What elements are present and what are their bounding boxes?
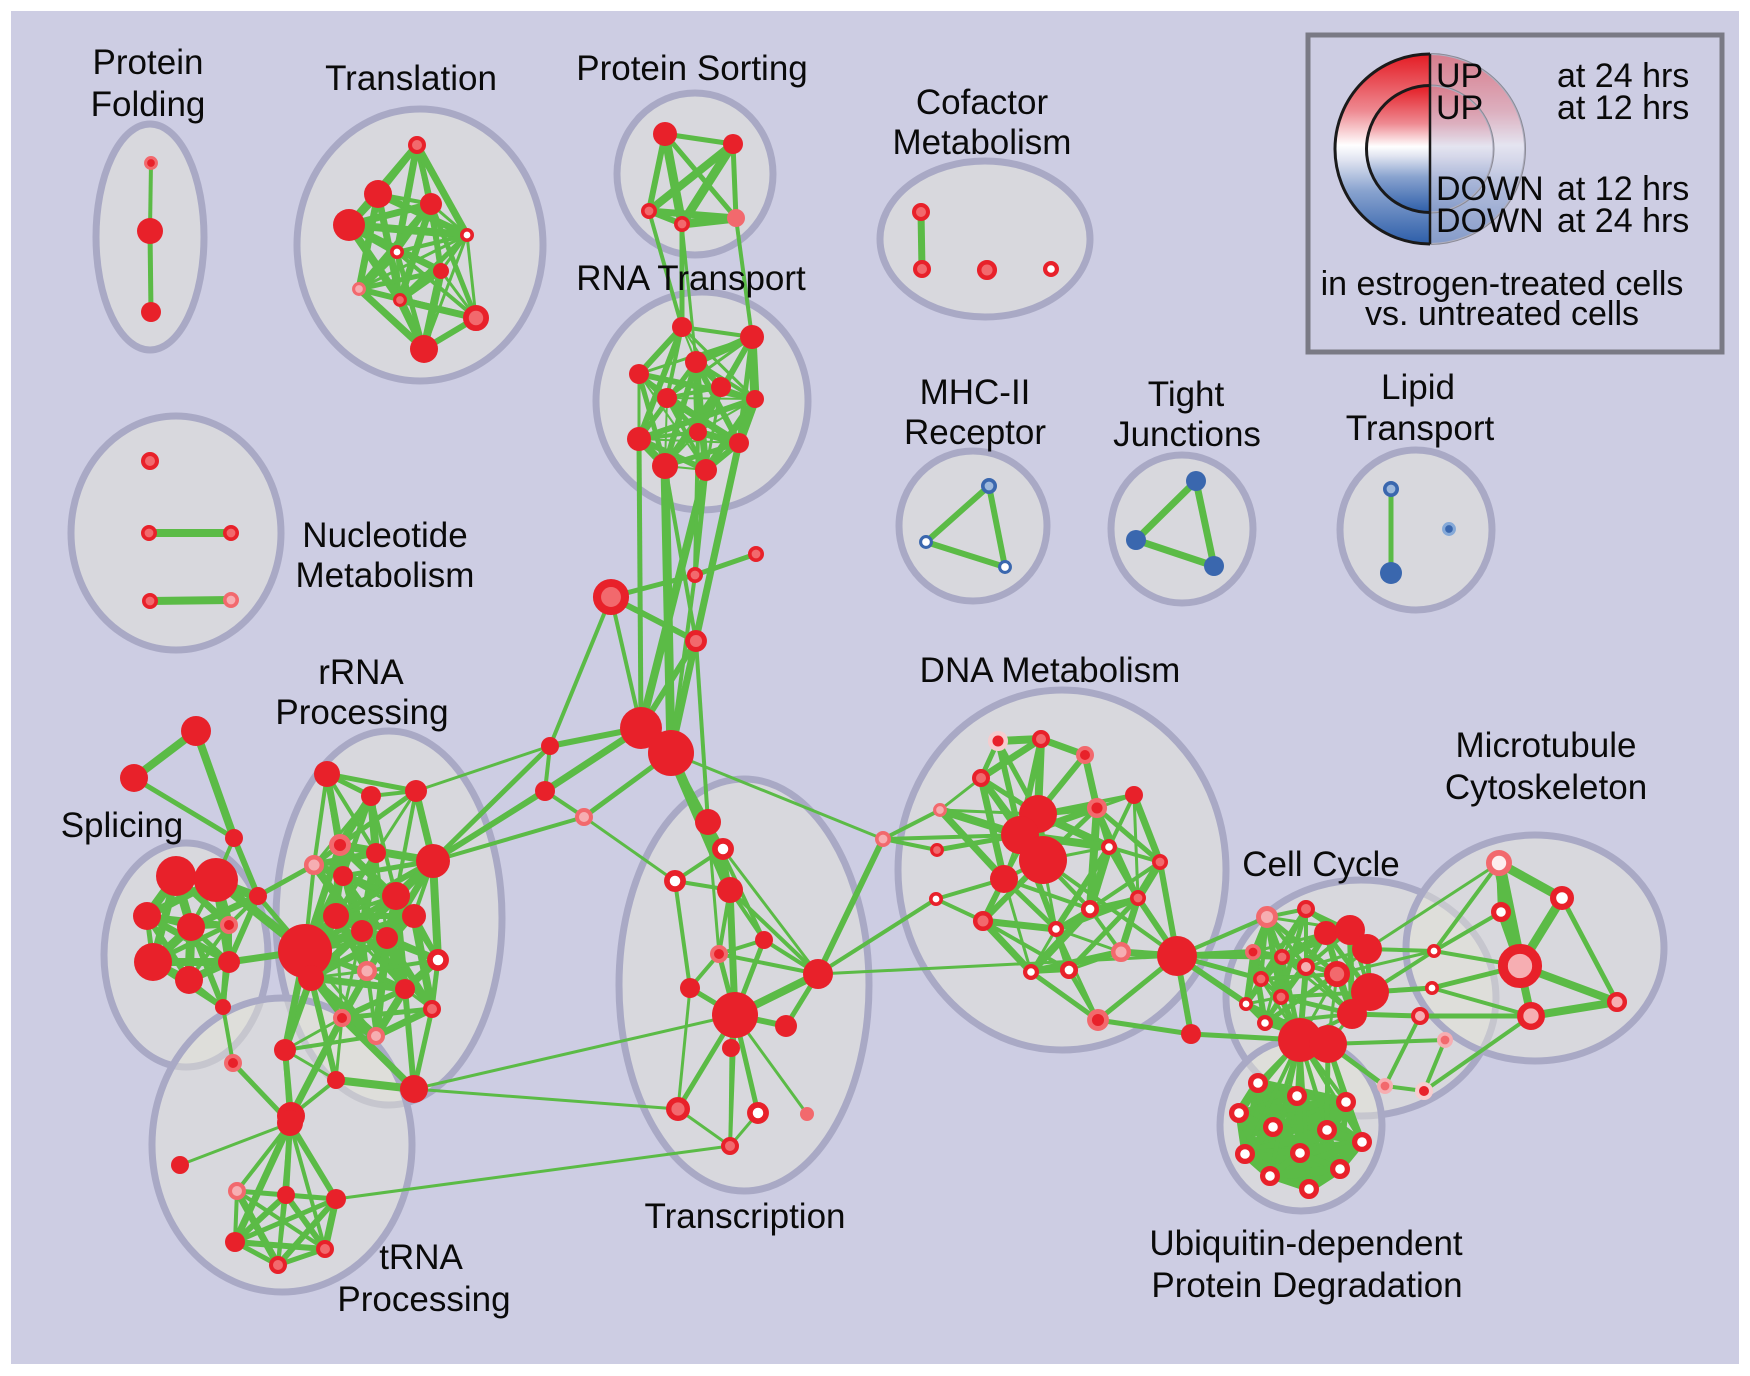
svg-text:Cytoskeleton: Cytoskeleton [1445,768,1647,807]
svg-text:Tight: Tight [1148,375,1225,414]
svg-text:Ubiquitin-dependent: Ubiquitin-dependent [1149,1224,1463,1263]
svg-text:Transport: Transport [1346,409,1495,448]
svg-text:Nucleotide: Nucleotide [302,516,467,555]
svg-text:MHC-II: MHC-II [920,373,1031,412]
svg-text:Processing: Processing [337,1280,510,1319]
svg-text:Translation: Translation [325,59,497,98]
svg-text:at 12 hrs: at 12 hrs [1557,89,1689,127]
svg-text:Protein Sorting: Protein Sorting [576,49,808,88]
svg-text:Lipid: Lipid [1381,368,1455,407]
svg-text:Protein Degradation: Protein Degradation [1151,1266,1462,1305]
svg-text:vs. untreated cells: vs. untreated cells [1365,295,1639,333]
svg-text:Cofactor: Cofactor [916,83,1049,122]
svg-text:DOWN: DOWN [1436,170,1544,208]
svg-text:in estrogen-treated cells: in estrogen-treated cells [1321,265,1684,303]
svg-text:tRNA: tRNA [379,1238,463,1277]
svg-text:at 24 hrs: at 24 hrs [1557,202,1689,240]
svg-text:Folding: Folding [91,85,206,124]
svg-text:DOWN: DOWN [1436,202,1544,240]
svg-text:UP: UP [1436,89,1483,127]
svg-text:RNA Transport: RNA Transport [576,259,806,298]
svg-text:Microtubule: Microtubule [1456,726,1637,765]
svg-text:Splicing: Splicing [61,806,184,845]
svg-text:Junctions: Junctions [1113,415,1261,454]
svg-text:at 12 hrs: at 12 hrs [1557,170,1689,208]
svg-text:Metabolism: Metabolism [296,556,475,595]
svg-text:Processing: Processing [275,693,448,732]
svg-text:UP: UP [1436,57,1483,95]
svg-text:rRNA: rRNA [318,653,404,692]
svg-text:Cell Cycle: Cell Cycle [1242,845,1400,884]
svg-text:at 24 hrs: at 24 hrs [1557,57,1689,95]
svg-text:DNA Metabolism: DNA Metabolism [920,651,1181,690]
svg-text:Receptor: Receptor [904,413,1046,452]
svg-text:Protein: Protein [93,43,204,82]
svg-text:Metabolism: Metabolism [893,123,1072,162]
svg-text:Transcription: Transcription [645,1197,846,1236]
